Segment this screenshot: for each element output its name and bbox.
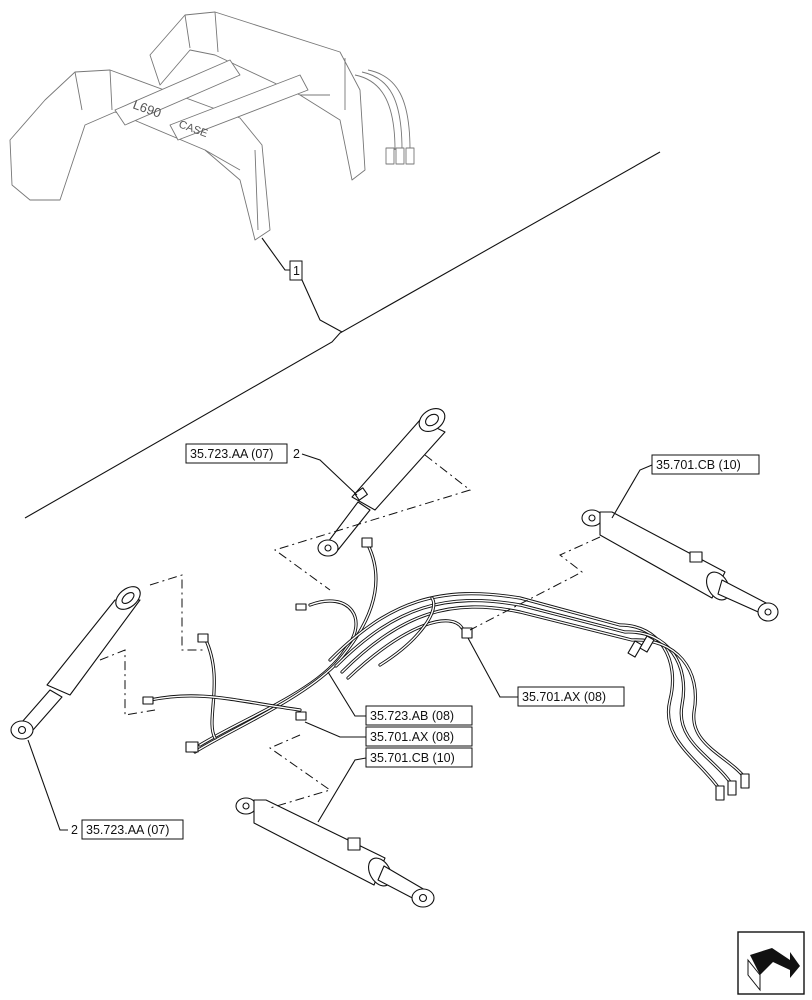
hydraulic-hose-bundle <box>142 537 750 801</box>
callout-hose-ref: 35.723.AB (08) <box>370 709 454 723</box>
callout-lower-lift-cylinder[interactable]: 2 35.723.AA (07) <box>27 739 184 840</box>
callout-upper-lift-cylinder[interactable]: 35.723.AA (07) 2 <box>185 443 358 496</box>
callout-upper-lift-cylinder-ref: 35.723.AA (07) <box>190 447 273 461</box>
callout-right-bucket-cylinder-ref: 35.701.CB (10) <box>656 458 741 472</box>
loader-frame-illustration: L690 CASE <box>9 11 415 241</box>
callout-lower-lift-cylinder-num: 2 <box>71 823 78 837</box>
lift-cylinder-upper <box>317 407 446 557</box>
callout-fitting-right[interactable]: 35.701.AX (08) <box>467 637 625 707</box>
connection-dash-lines <box>99 454 601 809</box>
lift-cylinder-lower <box>10 586 141 740</box>
callout-upper-lift-cylinder-num: 2 <box>293 447 300 461</box>
bucket-cylinder-lower <box>235 797 435 908</box>
callout-lower-bucket-cylinder[interactable]: 35.701.CB (10) <box>317 747 473 823</box>
callout-item-1[interactable]: 1 <box>261 237 343 333</box>
callout-right-bucket-cylinder[interactable]: 35.701.CB (10) <box>611 454 760 519</box>
callout-hose[interactable]: 35.723.AB (08) <box>327 671 473 726</box>
bucket-cylinder-right <box>581 509 779 622</box>
section-divider-line <box>24 151 661 519</box>
callout-item-1-label: 1 <box>293 264 300 278</box>
callout-lower-lift-cylinder-ref: 35.723.AA (07) <box>86 823 169 837</box>
page-turn-arrow-icon[interactable] <box>737 931 805 995</box>
callout-fitting-right-ref: 35.701.AX (08) <box>522 690 606 704</box>
callout-lower-bucket-cylinder-ref: 35.701.CB (10) <box>370 751 455 765</box>
callout-fitting-left[interactable]: 35.701.AX (08) <box>304 721 473 747</box>
callout-fitting-left-ref: 35.701.AX (08) <box>370 730 454 744</box>
